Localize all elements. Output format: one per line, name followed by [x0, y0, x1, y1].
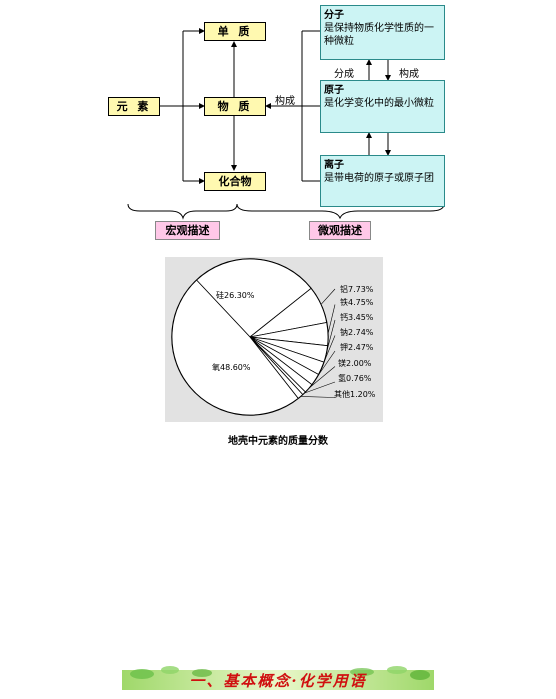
element-box: 元 素 — [108, 97, 160, 116]
pie-slice-氧 — [171, 279, 299, 416]
banner-title: 一、基本概念·化学用语 — [189, 672, 367, 690]
slice-label-calcium: 钙3.45% — [340, 313, 374, 322]
leader-line-其他 — [300, 396, 336, 398]
ion-title: 离子 — [324, 160, 344, 171]
ion-desc: 是带电荷的原子或原子团 — [324, 173, 434, 184]
molecule-title: 分子 — [324, 10, 344, 21]
leader-line-钾 — [315, 350, 336, 380]
leader-line-钙 — [325, 319, 336, 355]
substance-box: 物 质 — [204, 97, 266, 116]
leader-line-氢 — [303, 381, 336, 394]
diagram-connectors — [127, 28, 445, 220]
atom-desc: 是化学变化中的最小微粒 — [324, 98, 434, 109]
compound-box: 化合物 — [204, 172, 266, 191]
slice-label-iron: 铁4.75% — [340, 298, 374, 307]
molecule-desc: 是保持物质化学性质的一种微粒 — [324, 23, 434, 47]
leader-line-铁 — [327, 304, 336, 335]
slice-label-magnesium: 镁2.00% — [338, 359, 372, 368]
slice-label-oxygen: 氧48.60% — [212, 363, 251, 372]
simple-substance-box: 单 质 — [204, 22, 266, 41]
pie-slice-硅 — [196, 258, 312, 338]
leaf-decoration — [122, 666, 434, 690]
slice-label-other: 其他1.20% — [334, 390, 376, 399]
slice-label-hydrogen: 氢0.76% — [338, 374, 372, 383]
split-label: 分成 — [334, 69, 354, 80]
slice-label-aluminum: 铝7.73% — [340, 285, 374, 294]
molecule-box: 分子 是保持物质化学性质的一种微粒 — [320, 5, 445, 60]
footer-banner: 一、基本概念·化学用语 — [122, 664, 434, 692]
chart-title: 地壳中元素的质量分数 — [228, 436, 328, 447]
compose-label: 构成 — [275, 96, 295, 107]
leader-line-镁 — [308, 366, 336, 389]
pie-chart-frame — [165, 257, 383, 422]
macro-description-label: 宏观描述 — [155, 221, 220, 240]
atom-title: 原子 — [324, 85, 344, 96]
leader-line-钠 — [321, 335, 336, 369]
pie-chart — [171, 258, 336, 416]
ion-box: 离子 是带电荷的原子或原子团 — [320, 155, 445, 207]
leader-line-铝 — [320, 288, 336, 305]
slice-label-silicon: 硅26.30% — [216, 291, 255, 300]
atom-box: 原子 是化学变化中的最小微粒 — [320, 80, 445, 133]
slice-label-potassium: 钾2.47% — [340, 343, 374, 352]
form-label: 构成 — [399, 69, 419, 80]
slice-label-sodium: 钠2.74% — [340, 328, 374, 337]
micro-description-label: 微观描述 — [309, 221, 371, 240]
